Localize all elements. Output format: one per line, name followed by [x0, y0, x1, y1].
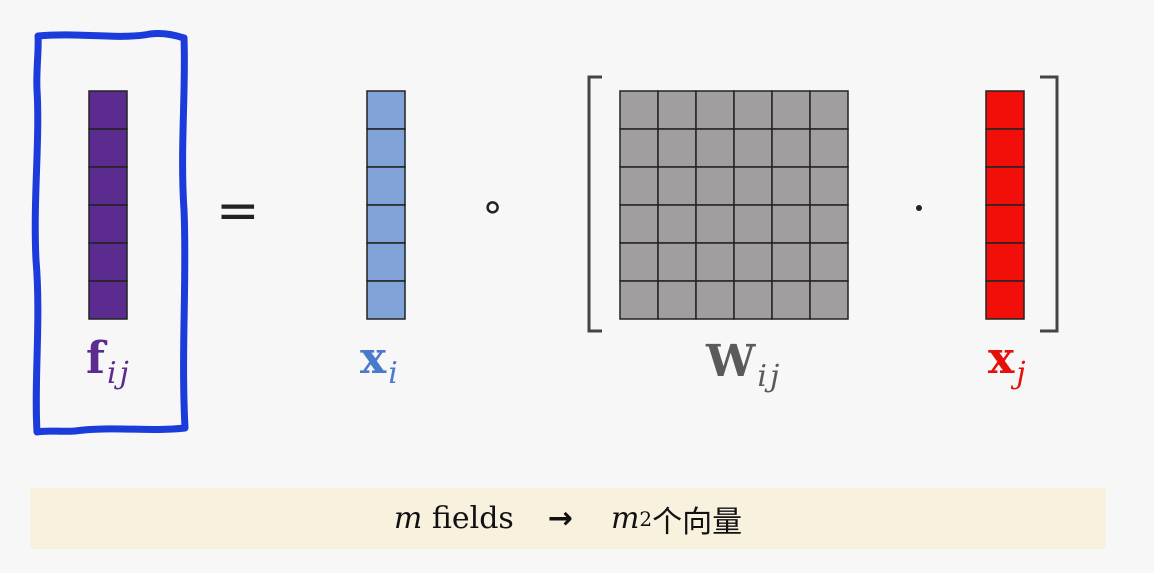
- w-matrix-cell: [619, 166, 659, 206]
- w-matrix-cell: [733, 280, 773, 320]
- w-matrix-cell: [771, 280, 811, 320]
- xi-vector: [366, 90, 406, 320]
- w-matrix-cell: [733, 204, 773, 244]
- w-matrix-cell: [771, 128, 811, 168]
- xj-vector-cell: [985, 242, 1025, 282]
- w-matrix-cell: [771, 90, 811, 130]
- f-vector: [88, 90, 128, 320]
- w-matrix-cell: [657, 90, 697, 130]
- f-vector-cell: [88, 204, 128, 244]
- w-matrix-cell: [619, 90, 659, 130]
- w-matrix-cell: [619, 242, 659, 282]
- xi-vector-cell: [366, 204, 406, 244]
- w-matrix-cell: [619, 204, 659, 244]
- f-vector-cell: [88, 128, 128, 168]
- w-matrix: [619, 90, 849, 320]
- w-matrix-cell: [657, 280, 697, 320]
- w-matrix-cell: [733, 242, 773, 282]
- w-matrix-cell: [695, 90, 735, 130]
- w-matrix-cell: [809, 128, 849, 168]
- w-matrix-cell: [809, 280, 849, 320]
- hadamard-symbol: ∘: [480, 184, 506, 230]
- xi-vector-cell: [366, 128, 406, 168]
- w-matrix-cell: [657, 128, 697, 168]
- xi-vector-cell: [366, 166, 406, 206]
- w-matrix-cell: [657, 204, 697, 244]
- w-matrix-cell: [809, 242, 849, 282]
- w-matrix-cell: [695, 128, 735, 168]
- xj-vector-cell: [985, 166, 1025, 206]
- caption-arrow: →: [547, 501, 573, 536]
- w-matrix-cell: [771, 204, 811, 244]
- w-matrix-cell: [619, 128, 659, 168]
- w-matrix-cell: [695, 166, 735, 206]
- f-vector-cell: [88, 280, 128, 320]
- w-matrix-cell: [771, 242, 811, 282]
- w-matrix-cell: [695, 204, 735, 244]
- xj-vector-cell: [985, 280, 1025, 320]
- highlight-box: [31, 30, 189, 436]
- dot-product-symbol: [916, 205, 922, 211]
- x-i-label: xi: [360, 333, 401, 391]
- xi-vector-cell: [366, 280, 406, 320]
- right-bracket: [1040, 75, 1059, 333]
- caption-m2: m: [610, 501, 640, 536]
- caption-fields: fields: [431, 501, 514, 536]
- w-matrix-cell: [809, 204, 849, 244]
- xi-vector-cell: [366, 90, 406, 130]
- xj-vector-cell: [985, 204, 1025, 244]
- caption-chinese: 个向量: [652, 504, 743, 540]
- xj-vector-cell: [985, 128, 1025, 168]
- w-ij-label: Wij: [706, 336, 783, 394]
- w-matrix-cell: [733, 128, 773, 168]
- f-vector-cell: [88, 90, 128, 130]
- xi-vector-cell: [366, 242, 406, 282]
- w-matrix-cell: [695, 242, 735, 282]
- w-matrix-cell: [733, 90, 773, 130]
- w-matrix-cell: [733, 166, 773, 206]
- w-matrix-cell: [809, 166, 849, 206]
- x-j-label: xj: [988, 333, 1029, 391]
- xj-vector: [985, 90, 1025, 320]
- equals-symbol: =: [216, 181, 260, 241]
- w-matrix-cell: [657, 242, 697, 282]
- caption-exponent: 2: [639, 506, 653, 531]
- w-matrix-cell: [657, 166, 697, 206]
- w-matrix-cell: [809, 90, 849, 130]
- f-vector-cell: [88, 242, 128, 282]
- f-vector-cell: [88, 166, 128, 206]
- w-matrix-cell: [695, 280, 735, 320]
- w-matrix-cell: [619, 280, 659, 320]
- left-bracket: [587, 75, 602, 333]
- xj-vector-cell: [985, 90, 1025, 130]
- caption-m: m: [393, 501, 423, 536]
- w-matrix-cell: [771, 166, 811, 206]
- f-ij-label: fij: [86, 333, 132, 391]
